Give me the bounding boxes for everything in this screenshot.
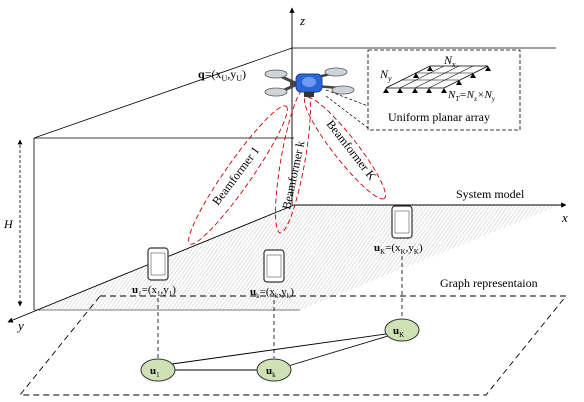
nx-label: Nx: [443, 53, 456, 69]
node-uK: uK: [384, 318, 420, 342]
upa-caption: Uniform planar array: [388, 110, 490, 124]
user-k-label: uk=(xk,yk): [250, 286, 294, 300]
svg-text:u1: u1: [150, 365, 160, 379]
phone-uK: [391, 205, 413, 239]
y-axis-label: y: [16, 318, 24, 333]
beam-k-label: Beamformer k: [279, 140, 307, 211]
uav-position-label: q=(xU,yU): [198, 67, 246, 83]
user-1-label: u1=(x1,y1): [132, 284, 176, 298]
ny-label: Ny: [379, 67, 392, 83]
svg-text:q=(xU,yU): q=(xU,yU): [198, 67, 246, 83]
x-axis-label: x: [561, 210, 568, 225]
height-label: H: [3, 217, 14, 231]
node-uk: uk: [256, 358, 292, 382]
height-marker: H: [3, 139, 23, 307]
upa-box: Nx Ny NT=Nx×Ny Uniform planar array: [367, 49, 521, 131]
graph-plane: [19, 295, 567, 396]
system-model-label: System model: [456, 187, 525, 201]
phone-uk: [263, 249, 285, 283]
z-axis-label: z: [299, 13, 305, 28]
nt-label: NT=Nx×Ny: [447, 89, 496, 103]
ground-plane: [34, 205, 560, 310]
graph-edges: [171, 333, 389, 371]
svg-text:uK: uK: [393, 325, 404, 339]
node-u1: u1: [140, 358, 176, 382]
uav-drone: [264, 67, 355, 97]
beam-1-label: Beamformer 1: [209, 144, 262, 208]
svg-text:uk: uk: [266, 365, 276, 379]
beam-K: [304, 96, 386, 200]
user-K-label: uK=(xK,yK): [374, 242, 423, 256]
phone-u1: [147, 247, 169, 281]
beam-1: [188, 105, 288, 245]
graph-representation-label: Graph representaion: [440, 276, 538, 290]
